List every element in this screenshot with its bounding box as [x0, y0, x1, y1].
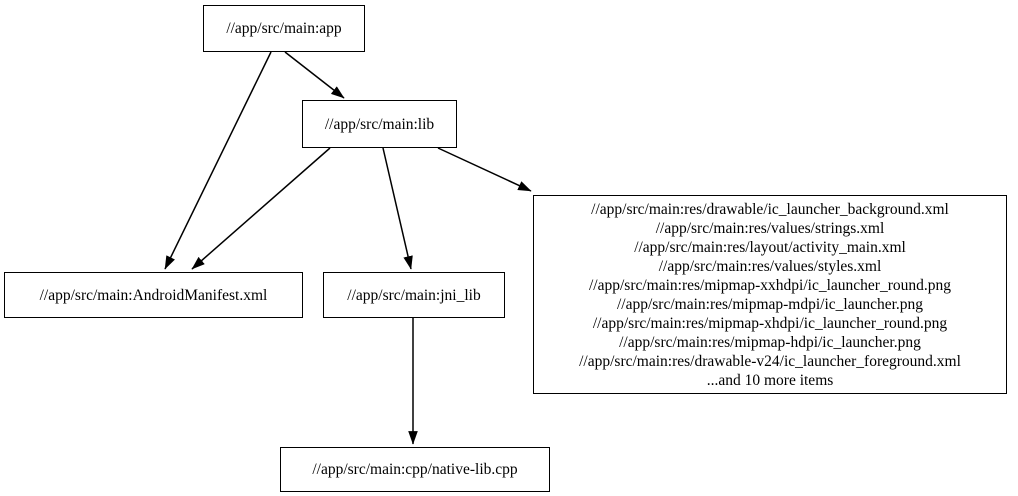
graph-node-res-files-label: //app/src/main:res/drawable/ic_launcher_…	[579, 200, 961, 389]
graph-node-lib-label: //app/src/main:lib	[324, 115, 435, 133]
graph-node-native-lib-cpp[interactable]: //app/src/main:cpp/native-lib.cpp	[280, 447, 550, 492]
graph-node-native-lib-cpp-label: //app/src/main:cpp/native-lib.cpp	[312, 461, 518, 478]
graph-node-jni-lib[interactable]: //app/src/main:jni_lib	[323, 272, 505, 318]
edge-lib-to-res	[437, 147, 532, 192]
graph-node-android-manifest-label: //app/src/main:AndroidManifest.xml	[39, 286, 268, 304]
graph-node-app-label: //app/src/main:app	[226, 20, 342, 37]
graph-node-lib[interactable]: //app/src/main:lib	[302, 100, 457, 148]
edge-app-to-lib	[284, 51, 345, 99]
graph-node-res-files[interactable]: //app/src/main:res/drawable/ic_launcher_…	[533, 195, 1007, 394]
edge-lib-to-jni-lib	[382, 147, 413, 270]
edge-app-to-manifest	[164, 51, 272, 270]
graph-node-app[interactable]: //app/src/main:app	[203, 5, 365, 52]
edge-lib-to-manifest	[191, 147, 331, 270]
graph-node-jni-lib-label: //app/src/main:jni_lib	[347, 286, 481, 304]
graph-node-android-manifest[interactable]: //app/src/main:AndroidManifest.xml	[4, 272, 303, 318]
